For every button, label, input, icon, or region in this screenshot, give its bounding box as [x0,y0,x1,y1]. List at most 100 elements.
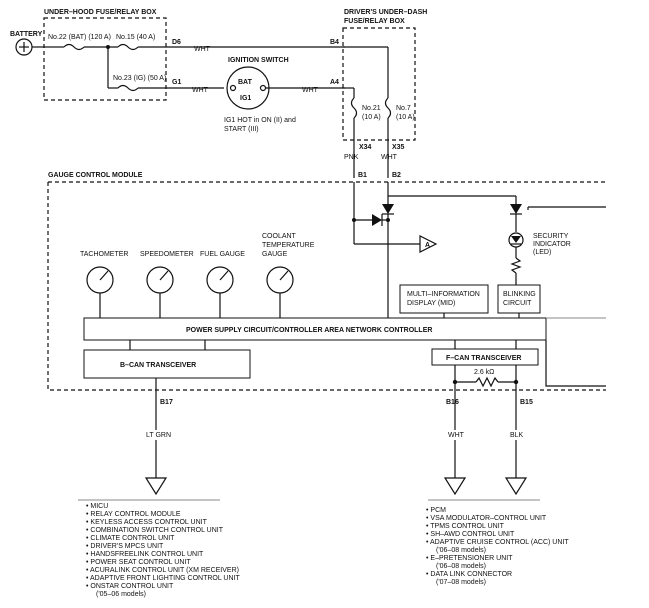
fuse-23-label: No.23 (IG) (50 A) [113,75,166,82]
can-output-wiring [144,378,528,496]
b-can-unit-list: • MICU • RELAY CONTROL MODULE • KEYLESS … [86,503,240,598]
list-item-note: ('06–08 models) [436,547,486,554]
terminal-a4: A4 [330,79,339,86]
list-item: SH–AWD CONTROL UNIT [430,531,515,538]
coolant-gauge-icon [266,266,294,318]
security-indicator-line2: INDICATOR [533,241,571,248]
list-item: ADAPTIVE FRONT LIGHTING CONTROL UNIT [90,575,240,582]
ignition-note-line1: IG1 HOT in ON (II) and [224,117,296,124]
list-item: MICU [90,503,108,510]
battery-label: BATTERY [10,31,43,38]
svg-text:• ADAPTIVE CRUISE CONTROL (ACC: • ADAPTIVE CRUISE CONTROL (ACC) UNIT [426,539,569,546]
f-can-transceiver [431,348,539,366]
wire-color-wht-x35: WHT [381,154,398,161]
coolant-gauge-label-line1: COOLANT [262,233,297,240]
wire-color-pnk: PNK [344,154,359,161]
svg-text:• DATA LINK CONNECTOR: • DATA LINK CONNECTOR [426,571,512,578]
fuse-15-symbol [117,43,139,51]
b-can-links [129,340,206,350]
list-item: ACURALINK CONTROL UNIT (XM RECEIVER) [90,567,239,574]
fuse-15-label: No.15 (40 A) [116,34,155,41]
terminal-x35: X35 [392,144,405,151]
terminal-b2: B2 [392,172,401,179]
list-item: PCM [430,507,446,514]
under-dash-fuse-box [342,27,416,141]
svg-text:• RELAY CONTROL MODULE: • RELAY CONTROL MODULE [86,511,181,518]
svg-text:• HANDSFREELINK CONTROL UNIT: • HANDSFREELINK CONTROL UNIT [86,551,204,558]
terminal-b17: B17 [160,399,173,406]
list-item: DRIVER'S MPCS UNIT [90,543,164,550]
fuel-gauge-icon [206,266,234,318]
b-can-transceiver [83,349,251,379]
wire-color-wht-a4: WHT [302,87,319,94]
svg-text:• E–PRETENSIONER UNIT: • E–PRETENSIONER UNIT [426,555,513,562]
wire-color-wht-d6: WHT [194,46,211,53]
svg-text:• POWER SEAT CONTROL UNIT: • POWER SEAT CONTROL UNIT [86,559,191,566]
svg-text:• DRIVER'S MPCS UNIT: • DRIVER'S MPCS UNIT [86,543,164,550]
tachometer-icon [86,266,114,318]
gcm-right-wiring [545,340,606,387]
security-indicator-line1: SECURITY [533,233,569,240]
svg-text:• VSA MODULATOR–CONTROL UNIT: • VSA MODULATOR–CONTROL UNIT [426,515,547,522]
wire-color-wht-b16: WHT [448,432,465,439]
ignition-note-line2: START (III) [224,126,259,133]
wire-color-lt-grn: LT GRN [146,432,171,439]
ignition-switch-title: IGNITION SWITCH [228,57,289,64]
svg-text:• TPMS CONTROL UNIT: • TPMS CONTROL UNIT [426,523,505,530]
blink-resistor-symbol [510,257,522,274]
svg-text:• CLIMATE CONTROL UNIT: • CLIMATE CONTROL UNIT [86,535,175,542]
list-item-note: ('05–06 models) [96,591,146,598]
f-can-label: F–CAN TRANSCEIVER [446,355,521,362]
svg-text:• PCM: • PCM [426,507,446,514]
fuse-23-symbol [117,84,139,92]
fuse-22-label: No.22 (BAT) (120 A) [48,34,111,41]
svg-text:• ADAPTIVE FRONT LIGHTING CONT: • ADAPTIVE FRONT LIGHTING CONTROL UNIT [86,575,240,582]
gcm-power-wiring [352,182,606,290]
resistor-value-label: 2.6 kΩ [474,369,494,376]
svg-text:• ONSTAR CONTROL UNIT: • ONSTAR CONTROL UNIT [86,583,174,590]
terminating-resistor-symbol [475,376,499,388]
coolant-gauge-label-line3: GAUGE [262,251,288,258]
list-item: COMBINATION SWITCH CONTROL UNIT [90,527,223,534]
coolant-gauge-label-line2: TEMPERATURE [262,242,315,249]
wire-color-blk: BLK [510,432,524,439]
list-item: HANDSFREELINK CONTROL UNIT [90,551,204,558]
under-hood-fuse-box [43,17,167,101]
terminal-d6: D6 [172,39,181,46]
ignition-bat-label: BAT [238,79,253,86]
blinking-circuit-line2: CIRCUIT [503,300,532,307]
power-supply-can-controller [83,317,547,341]
terminal-b4: B4 [330,39,339,46]
list-item: ADAPTIVE CRUISE CONTROL (ACC) UNIT [430,539,569,546]
under-dash-title-line2: FUSE/RELAY BOX [344,18,405,25]
svg-text:• SH–AWD CONTROL UNIT: • SH–AWD CONTROL UNIT [426,531,515,538]
list-item: RELAY CONTROL MODULE [90,511,180,518]
mid-label-line2: DISPLAY (MID) [407,300,455,307]
list-item: DATA LINK CONNECTOR [430,571,512,578]
list-item: CLIMATE CONTROL UNIT [90,535,175,542]
b-can-label: B–CAN TRANSCEIVER [120,362,196,369]
under-hood-internal-wiring [48,43,166,92]
terminal-b1: B1 [358,172,367,179]
list-item-note: ('07–08 models) [436,579,486,586]
fuse-7-name: No.7 [396,105,411,112]
gauge-module-title: GAUGE CONTROL MODULE [48,172,143,179]
svg-text:• KEYLESS ACCESS CONTROL UNIT: • KEYLESS ACCESS CONTROL UNIT [86,519,208,526]
fuse-21-symbol [350,97,358,119]
list-item: KEYLESS ACCESS CONTROL UNIT [90,519,207,526]
battery-icon [15,38,33,56]
list-item: VSA MODULATOR–CONTROL UNIT [430,515,547,522]
ignition-switch-icon [226,66,270,110]
svg-text:• COMBINATION SWITCH CONTROL U: • COMBINATION SWITCH CONTROL UNIT [86,527,224,534]
ignition-ig1-label: IG1 [240,95,251,102]
terminal-x34: X34 [359,144,372,151]
terminal-b15: B15 [520,399,533,406]
mid-label-line1: MULTI–INFORMATION [407,291,480,298]
connector-a-label: A [425,242,430,249]
blinking-circuit-box [497,284,541,314]
list-item: TPMS CONTROL UNIT [430,523,504,530]
terminal-g1: G1 [172,79,181,86]
fuse-7-symbol [384,97,392,119]
tachometer-label: TACHOMETER [80,251,128,258]
